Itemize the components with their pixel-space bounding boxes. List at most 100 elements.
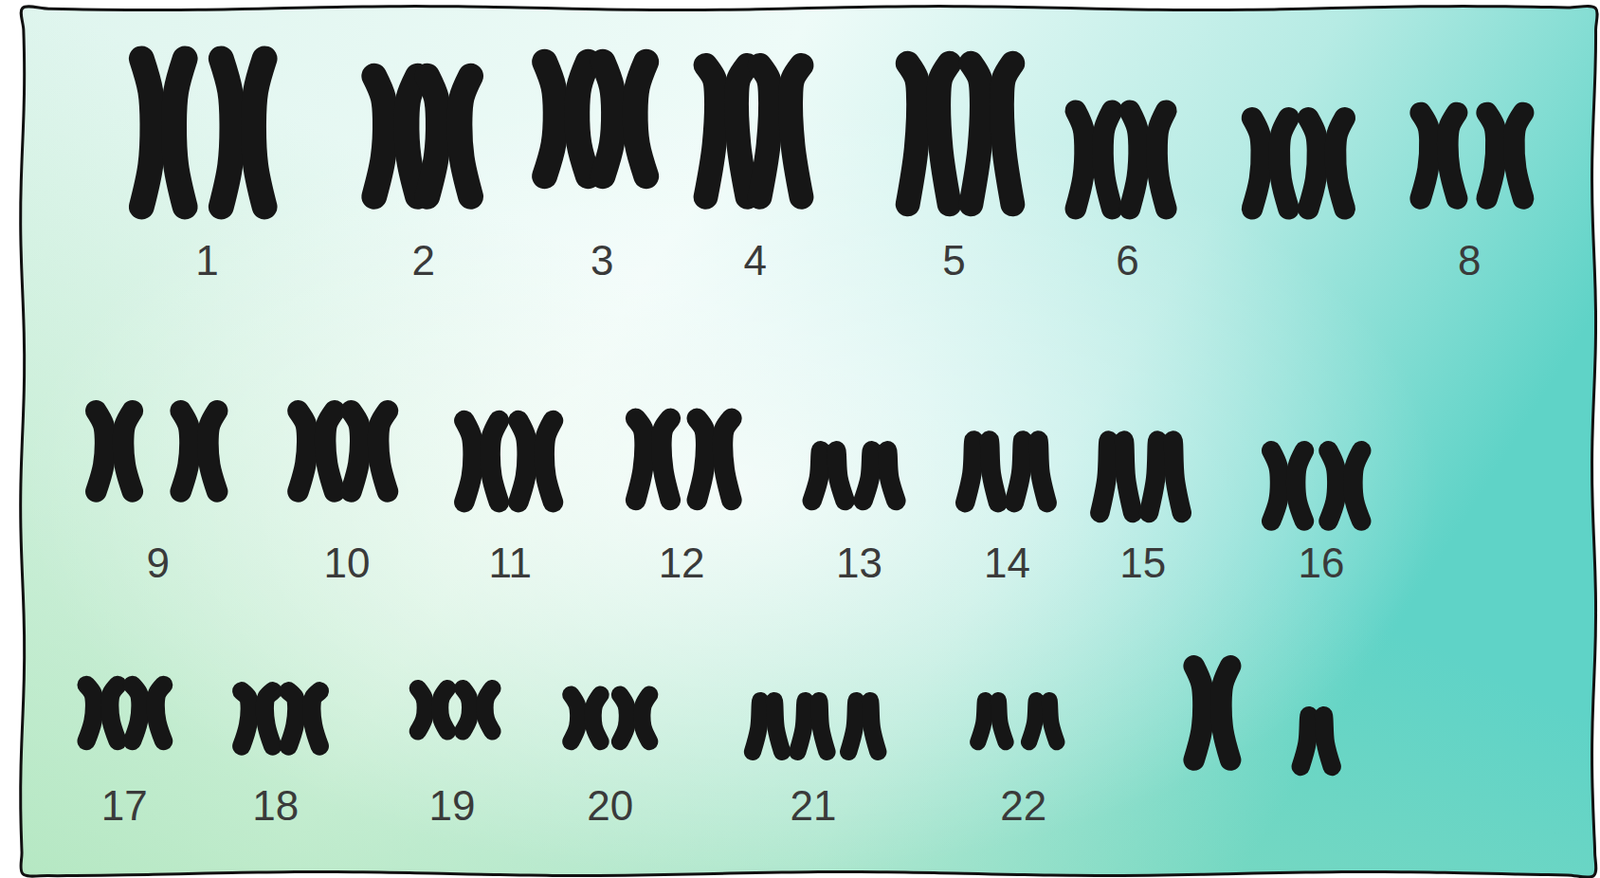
chromosome-number: 3 — [590, 239, 614, 282]
chromatid — [181, 410, 191, 491]
chromosome — [636, 418, 672, 500]
chromatid — [870, 700, 878, 752]
chromatid — [752, 700, 761, 752]
chromosome — [545, 61, 589, 177]
chromosome — [1148, 440, 1182, 513]
chromosome-number: 20 — [586, 784, 634, 827]
chromosome-number: 15 — [1119, 542, 1166, 584]
chromosome — [95, 410, 132, 491]
chromosome — [1014, 440, 1048, 504]
chromosome — [298, 410, 335, 491]
panel-fill — [20, 5, 1598, 877]
chromatid — [174, 58, 186, 207]
chromosome-number: 19 — [428, 784, 475, 827]
chromatid — [1295, 450, 1305, 521]
chromatid — [484, 688, 492, 731]
chromosome — [462, 688, 492, 731]
chromosome — [908, 63, 950, 205]
chromatid — [619, 694, 628, 743]
chromosome — [1075, 110, 1112, 209]
chromatid — [1029, 700, 1037, 743]
chromatid — [86, 684, 94, 741]
chromatid — [1014, 440, 1023, 504]
chromatid — [1075, 110, 1086, 209]
chromatid — [908, 63, 919, 205]
chromatid — [406, 75, 419, 197]
chromatid — [241, 690, 250, 746]
chromatid — [490, 420, 499, 503]
chromatid — [123, 410, 133, 491]
chromosome-number: 10 — [324, 542, 371, 584]
chromosome-number: 2 — [412, 239, 436, 282]
chromosome-number: 18 — [252, 784, 299, 827]
chromosome — [132, 684, 164, 741]
chromosome-number: 11 — [488, 542, 532, 584]
chromosome — [1327, 450, 1362, 521]
chromatid — [570, 694, 579, 743]
chromatid — [1129, 110, 1140, 209]
chromatid — [1420, 112, 1431, 199]
chromatid — [464, 420, 473, 503]
background — [20, 5, 1598, 877]
chromatid — [1300, 715, 1310, 767]
chromosome — [464, 420, 500, 503]
chromatid — [1157, 110, 1167, 209]
chromatid — [459, 75, 472, 197]
chromosome — [1420, 112, 1457, 199]
chromosome-number: 21 — [790, 784, 837, 827]
chromatid — [635, 61, 647, 177]
chromosome — [1029, 700, 1057, 743]
chromosome — [570, 694, 600, 743]
chromatid — [254, 58, 266, 207]
chromatid — [736, 65, 747, 198]
chromatid — [696, 418, 706, 500]
chromatid — [970, 63, 982, 205]
chromatid — [1335, 117, 1346, 209]
chromatid — [636, 418, 645, 500]
chromatid — [1220, 665, 1231, 760]
chromosome-number: 8 — [1457, 239, 1481, 282]
panel-tint — [20, 5, 1598, 877]
chromatid — [1037, 440, 1047, 504]
chromatid — [863, 450, 873, 501]
chromatid — [661, 418, 671, 500]
panel-border — [20, 5, 1598, 877]
chromatid — [887, 450, 896, 501]
chromosome — [1129, 110, 1166, 209]
chromatid — [1308, 117, 1318, 209]
chromatid — [462, 688, 471, 731]
chromatid — [544, 420, 553, 503]
chromatid — [1099, 440, 1109, 513]
chromatid — [439, 688, 448, 731]
chromosome — [1194, 665, 1231, 760]
chromosome-number: 6 — [1115, 239, 1139, 282]
chromatid — [1513, 112, 1524, 199]
chromosome — [141, 58, 185, 207]
chromatid — [350, 410, 361, 491]
chromosome — [863, 450, 897, 501]
chromatid — [1194, 665, 1204, 760]
chromatid — [989, 440, 999, 504]
chromatid — [836, 450, 845, 501]
chromosome — [706, 65, 748, 198]
chromosome — [1308, 117, 1345, 209]
chromosome-number: 14 — [983, 542, 1031, 584]
chromatid — [264, 690, 273, 746]
chromatid — [760, 65, 771, 198]
chromosome — [220, 58, 265, 207]
chromatid — [1271, 450, 1280, 521]
chromosome — [518, 420, 554, 503]
chromosome-number: 13 — [836, 542, 883, 584]
chromatid — [1173, 440, 1182, 513]
chromatid — [964, 440, 974, 504]
chromosome — [619, 694, 650, 743]
chromosome — [848, 700, 878, 752]
chromosome — [978, 700, 1006, 743]
chromosome-number: 9 — [146, 542, 170, 584]
chromatid — [1352, 450, 1362, 521]
chromosome — [964, 440, 999, 504]
chromatid — [577, 61, 589, 177]
chromatid — [774, 700, 782, 752]
chromatid — [998, 700, 1006, 743]
